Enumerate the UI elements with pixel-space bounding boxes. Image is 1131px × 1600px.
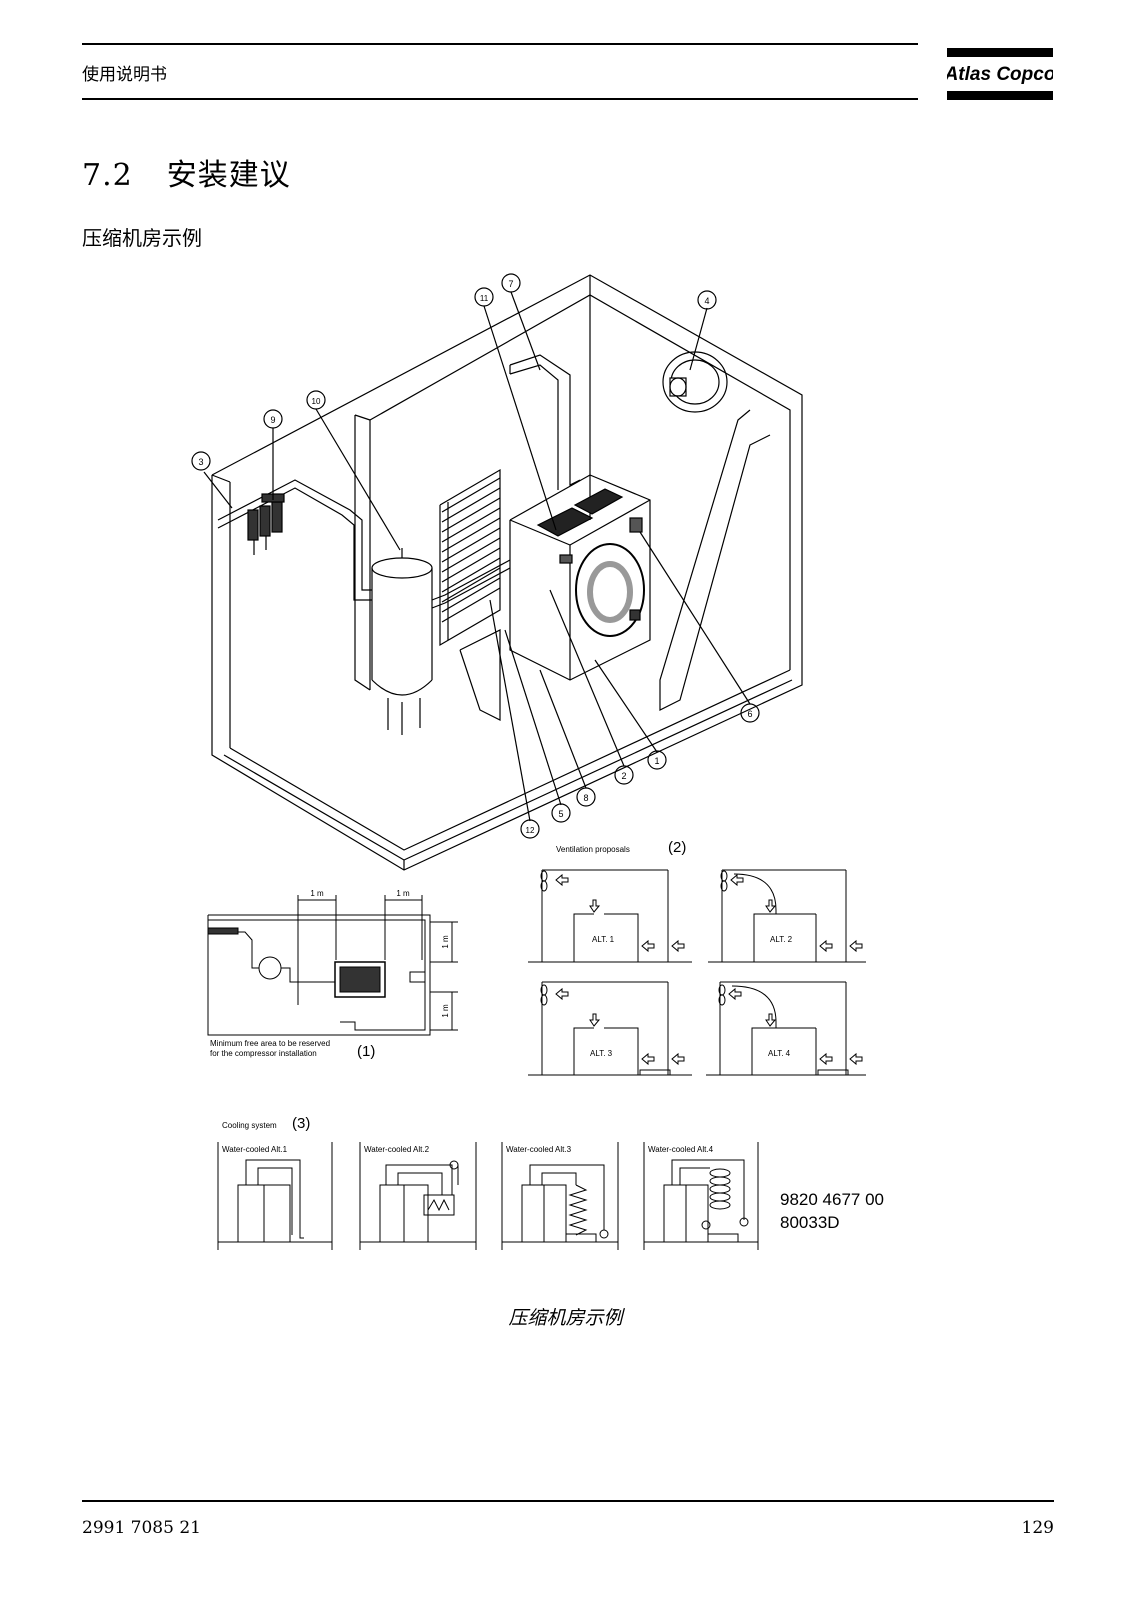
cooling-title: Cooling system	[222, 1121, 277, 1130]
svg-text:Atlas Copco: Atlas Copco	[947, 64, 1053, 85]
vent-alt-2: ALT. 2	[708, 869, 866, 963]
svg-text:12: 12	[526, 826, 535, 835]
water-alt-4-label: Water-cooled Alt.4	[648, 1145, 714, 1154]
svg-text:5: 5	[558, 809, 563, 819]
clearance-label-left: 1 m	[310, 889, 324, 898]
callout-2: 2	[614, 765, 634, 785]
alt-2-label: ALT. 2	[770, 935, 793, 944]
vent-alt-3: ALT. 3	[528, 981, 692, 1076]
figure-code-1: 9820 4677 00	[780, 1190, 884, 1209]
min-area-line2: for the compressor installation	[210, 1049, 317, 1058]
figure-caption: 压缩机房示例	[508, 1307, 623, 1329]
svg-text:1: 1	[654, 756, 659, 766]
compressor-room-figure: 1 2 3 4 5 6 7 8 9 10 11 12 1 m 1 m 1 m 1…	[191, 273, 884, 1250]
callout-6: 6	[740, 703, 760, 723]
page-number: 129	[1021, 1518, 1054, 1538]
ventilation-title: Ventilation proposals	[556, 845, 630, 854]
section-number: 7.2	[82, 158, 133, 193]
callout-1: 1	[647, 750, 667, 770]
alt-4-label: ALT. 4	[768, 1049, 791, 1058]
water-alt-1-label: Water-cooled Alt.1	[222, 1145, 288, 1154]
air-receiver	[371, 548, 433, 735]
cooling-alt-2: Water-cooled Alt.2	[359, 1142, 477, 1250]
callout-11: 11	[474, 287, 494, 307]
vent-alt-4: ALT. 4	[706, 981, 866, 1076]
compressor-unit	[509, 474, 651, 681]
svg-text:9: 9	[270, 415, 275, 425]
footer-rule	[82, 1500, 1054, 1502]
header-title: 使用说明书	[82, 65, 167, 85]
alt-3-label: ALT. 3	[590, 1049, 613, 1058]
water-alt-2-label: Water-cooled Alt.2	[364, 1145, 430, 1154]
atlas-copco-logo: Atlas Copco	[947, 48, 1053, 100]
figure-code-2: 80033D	[780, 1213, 840, 1232]
svg-text:2: 2	[621, 771, 626, 781]
svg-text:11: 11	[480, 294, 489, 303]
cooling-alt-3: Water-cooled Alt.3	[501, 1142, 619, 1250]
callout-12: 12	[520, 819, 540, 839]
water-alt-3-label: Water-cooled Alt.3	[506, 1145, 572, 1154]
aftercooler	[439, 468, 501, 721]
callout-5: 5	[551, 803, 571, 823]
section-heading: 安装建议	[166, 158, 291, 193]
marker-2: (2)	[668, 839, 686, 856]
cooling-alt-1: Water-cooled Alt.1	[217, 1142, 333, 1250]
callout-8: 8	[576, 787, 596, 807]
document-number: 2991 7085 21	[82, 1518, 201, 1538]
vent-alt-1: ALT. 1	[528, 869, 692, 963]
figure-subtitle: 压缩机房示例	[82, 226, 202, 250]
callout-9: 9	[263, 409, 283, 429]
header-top-rule	[82, 43, 918, 45]
svg-text:6: 6	[747, 709, 752, 719]
clearance-label-bottom: 1 m	[441, 1004, 450, 1018]
marker-1: (1)	[357, 1043, 375, 1060]
svg-text:3: 3	[198, 457, 203, 467]
svg-text:8: 8	[583, 793, 588, 803]
min-area-line1: Minimum free area to be reserved	[210, 1039, 330, 1048]
header-bottom-rule	[82, 98, 918, 100]
callout-4: 4	[697, 290, 717, 310]
isometric-room	[203, 274, 803, 871]
svg-text:10: 10	[312, 397, 321, 406]
clearance-plan: 1 m 1 m 1 m 1 m Minimum free area to be …	[207, 889, 458, 1060]
alt-1-label: ALT. 1	[592, 935, 615, 944]
callout-3: 3	[191, 451, 211, 471]
callout-7: 7	[501, 273, 521, 293]
clearance-label-right: 1 m	[396, 889, 410, 898]
callout-10: 10	[306, 390, 326, 410]
svg-text:7: 7	[508, 279, 513, 289]
marker-3: (3)	[292, 1115, 310, 1132]
clearance-label-top: 1 m	[441, 935, 450, 949]
svg-text:4: 4	[704, 296, 709, 306]
section-title: 7.2 安装建议	[82, 150, 291, 194]
cooling-alt-4: Water-cooled Alt.4	[643, 1142, 759, 1250]
